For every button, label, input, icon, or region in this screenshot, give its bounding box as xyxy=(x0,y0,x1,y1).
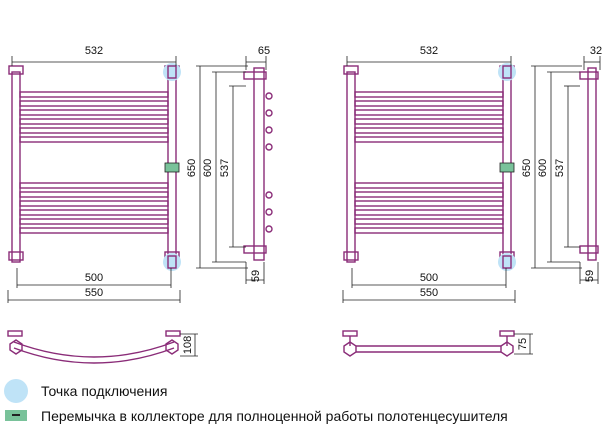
dim-side-bottom: 59 xyxy=(250,270,262,282)
radiator-right-side xyxy=(579,67,599,261)
dimensions-left-front xyxy=(7,56,181,303)
dim-height-mid-right: 600 xyxy=(537,159,549,177)
radiator-left-side xyxy=(243,67,273,261)
dim-side-bottom-right: 59 xyxy=(584,270,596,282)
dimensions-left-side xyxy=(196,56,267,284)
dim-width-total-right: 550 xyxy=(420,287,438,299)
dim-width-center-right: 500 xyxy=(420,272,438,284)
legend-jumper-bar xyxy=(12,414,20,416)
dim-depth-top-right: 32 xyxy=(590,45,602,57)
dim-height-inner: 537 xyxy=(219,159,231,177)
dimensions-right-side xyxy=(531,56,601,284)
dim-height-inner-right: 537 xyxy=(554,159,566,177)
legend-jumper-label: Перемычка в коллекторе для полноценной р… xyxy=(41,408,508,424)
dim-depth-top: 65 xyxy=(258,45,270,57)
dim-height-total: 650 xyxy=(186,159,198,177)
radiator-left-front xyxy=(8,65,180,263)
dim-width-top: 532 xyxy=(85,45,103,57)
dim-bottom-depth-right: 75 xyxy=(517,338,529,350)
radiator-right-front xyxy=(343,65,515,263)
dim-bottom-depth: 108 xyxy=(182,336,194,354)
jumper-marker-right xyxy=(499,162,515,173)
radiator-left-top-view xyxy=(7,330,181,364)
dim-width-center: 500 xyxy=(85,272,103,284)
jumper-marker-left xyxy=(164,162,180,173)
dim-width-total: 550 xyxy=(85,287,103,299)
radiator-right-top-view xyxy=(342,330,515,357)
legend-connection-swatch xyxy=(4,379,28,403)
dimensions-right-front xyxy=(342,56,516,303)
dim-height-mid: 600 xyxy=(202,159,214,177)
dim-width-top-right: 532 xyxy=(420,45,438,57)
dim-height-total-right: 650 xyxy=(521,159,533,177)
legend-connection-label: Точка подключения xyxy=(41,383,167,399)
